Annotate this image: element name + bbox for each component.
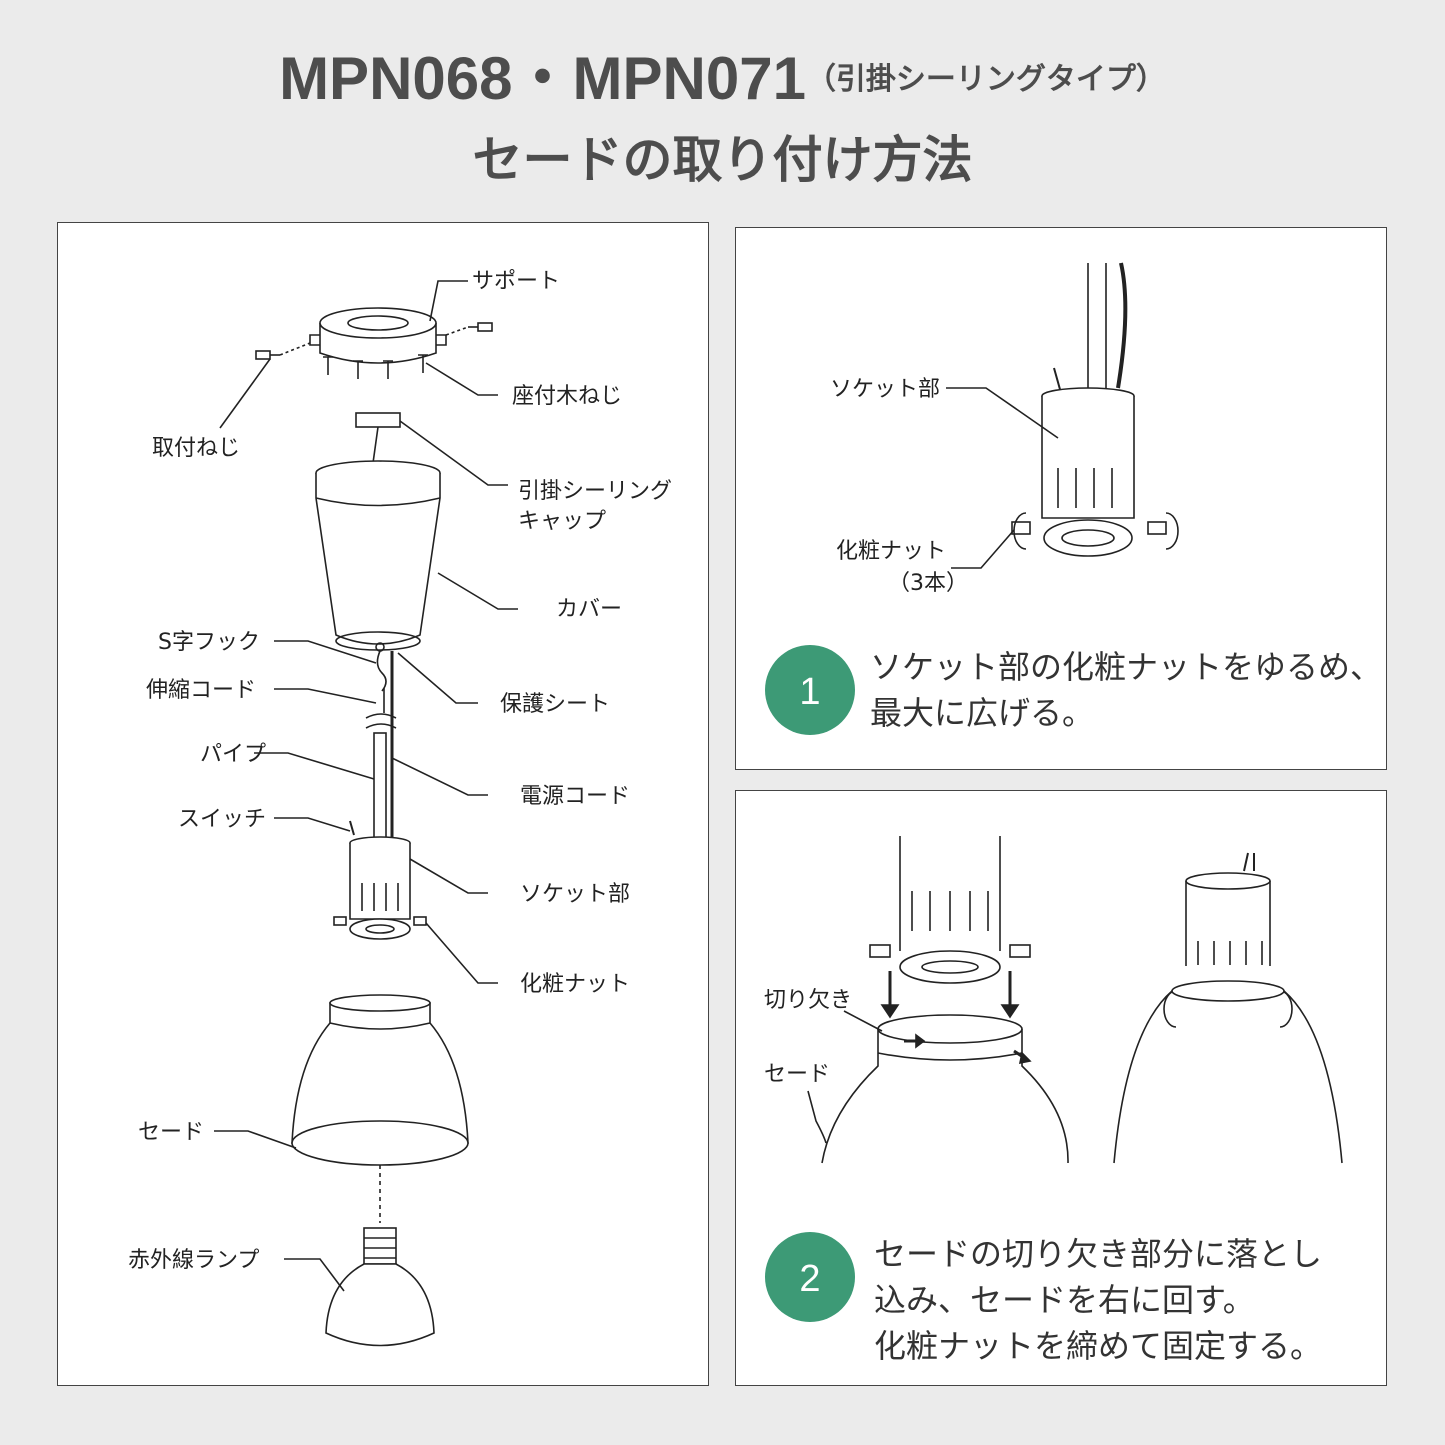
step2-diagram: 切り欠き セード 2 <box>764 836 1343 1322</box>
support-illustration <box>309 307 447 364</box>
label-ceiling-cap-2: キャップ <box>518 509 606 534</box>
deco-nut-illustration <box>1011 512 1179 550</box>
step2-panel: 切り欠き セード 2 セードの切り欠き部分に落とし 込み、セードを右に回す。 化… <box>735 790 1387 1386</box>
deco-nut-illustration <box>869 944 1031 958</box>
label-socket: ソケット部 <box>520 882 630 907</box>
step2-number: 2 <box>799 1258 820 1300</box>
power-cord-illustration <box>1116 262 1128 389</box>
switch-illustration <box>349 820 355 836</box>
shade-illustration <box>821 1014 1069 1164</box>
pipe-illustration <box>1087 263 1107 388</box>
step2-badge <box>765 1232 855 1322</box>
type-label: （引掛シーリングタイプ） <box>805 62 1166 97</box>
lamp-illustration <box>325 1227 435 1347</box>
step2-text: セードの切り欠き部分に落とし 込み、セードを右に回す。 化粧ナットを締めて固定す… <box>874 1231 1322 1369</box>
step1-diagram: ソケット部 化粧ナット （3本） 1 <box>765 262 1179 735</box>
cover-illustration <box>315 460 441 652</box>
switch-illustration <box>1053 367 1062 394</box>
pipe-illustration <box>373 732 387 839</box>
label-power-cord: 電源コード <box>520 784 630 809</box>
socket-illustration <box>349 836 411 940</box>
socket-illustration <box>899 836 1001 984</box>
step2-shade-label: セード <box>764 1062 830 1087</box>
step1-line1: ソケット部の化粧ナットをゆるめ、 <box>870 648 1383 686</box>
label-switch: スイッチ <box>178 807 266 832</box>
step1-socket-label: ソケット部 <box>830 377 940 402</box>
label-cover: カバー <box>556 597 622 622</box>
step1-badge <box>765 645 855 735</box>
label-ext-cord: 伸縮コード <box>146 678 256 703</box>
step2-line2: 込み、セードを右に回す。 <box>874 1281 1255 1319</box>
step1-panel: ソケット部 化粧ナット （3本） 1 ソケット部の化粧ナットをゆるめ、 最大に広… <box>735 227 1387 770</box>
label-support: サポート <box>472 269 560 294</box>
page-heading: セードの取り付け方法 <box>472 131 973 189</box>
step2-notch-label: 切り欠き <box>764 988 852 1013</box>
cord-break <box>365 713 397 729</box>
label-deco-nut: 化粧ナット <box>520 972 630 997</box>
parts-diagram: サポート 座付木ねじ 取付ねじ 引掛シーリング キャップ カバー S字フック 伸… <box>128 269 672 1347</box>
step1-line2: 最大に広げる。 <box>870 694 1095 732</box>
label-wood-screw: 座付木ねじ <box>512 384 622 409</box>
step2-line3: 化粧ナットを締めて固定する。 <box>874 1327 1323 1365</box>
label-s-hook: S字フック <box>158 630 260 655</box>
step1-text: ソケット部の化粧ナットをゆるめ、 最大に広げる。 <box>870 644 1382 736</box>
mounted-shade-illustration <box>1113 980 1343 1164</box>
label-protect-sheet: 保護シート <box>500 692 610 717</box>
socket-illustration <box>1041 387 1135 557</box>
shade-illustration <box>291 994 469 1166</box>
label-pipe: パイプ <box>200 742 266 767</box>
s-hook-illustration <box>376 650 387 692</box>
label-ceiling-cap-1: 引掛シーリング <box>518 479 672 504</box>
deco-nut-illustration <box>333 916 427 926</box>
label-lamp: 赤外線ランプ <box>128 1248 259 1273</box>
page-title: MPN068・MPN071（引掛シーリングタイプ） <box>0 40 1445 119</box>
step1-nut-label: 化粧ナット <box>836 539 946 564</box>
step1-number: 1 <box>799 671 820 713</box>
label-shade: セード <box>138 1120 204 1145</box>
wood-screw-illustration <box>323 354 428 379</box>
parts-diagram-panel: サポート 座付木ねじ 取付ねじ 引掛シーリング キャップ カバー S字フック 伸… <box>57 222 709 1386</box>
label-mount-screw: 取付ねじ <box>152 436 240 461</box>
model-number: MPN068・MPN071 <box>279 45 806 112</box>
step1-nut-count: （3本） <box>888 571 968 596</box>
mounted-socket-illustration <box>1163 852 1293 1028</box>
step2-line1: セードの切り欠き部分に落とし <box>874 1235 1323 1273</box>
mount-screw-illustration <box>255 322 493 360</box>
page-header: MPN068・MPN071（引掛シーリングタイプ） セードの取り付け方法 <box>0 40 1445 199</box>
ceiling-cap-illustration <box>355 412 401 464</box>
